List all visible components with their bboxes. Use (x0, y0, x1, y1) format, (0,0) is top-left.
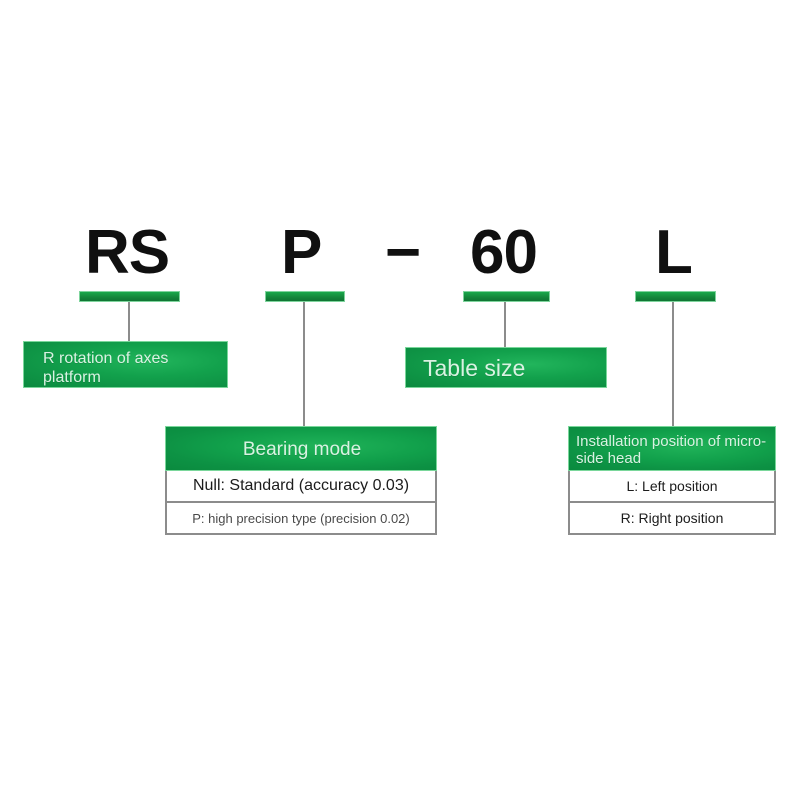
code-segment-install-position: L (655, 218, 693, 287)
code-segment-bearing: P (281, 218, 322, 287)
callout-bearing-option-label: Null: Standard (accuracy 0.03) (192, 477, 410, 494)
callout-install-option-label: L: Left position (626, 478, 718, 494)
code-segment-separator: − (385, 218, 422, 287)
leader-line-table-size (504, 302, 506, 349)
callout-bearing-option-label: P: high precision type (precision 0.02) (192, 510, 410, 526)
callout-install-table: Installation position of micro-side head… (568, 426, 776, 535)
callout-install-option-label: R: Right position (620, 510, 724, 526)
code-segment-table-size: 60 (470, 218, 538, 287)
callout-table-size-label: Table size (423, 355, 526, 381)
callout-series: R rotation of axes platform (23, 341, 228, 388)
callout-bearing-header: Bearing mode (165, 426, 437, 471)
code-segment-series: RS (85, 218, 170, 287)
callout-install-option-row: R: Right position (568, 503, 776, 535)
callout-table-size: Table size (405, 347, 607, 388)
underline-bar-series (79, 291, 180, 302)
callout-bearing-title: Bearing mode (242, 439, 362, 460)
leader-line-series (128, 302, 130, 348)
callout-install-header: Installation position of micro-side head (568, 426, 776, 471)
underline-bar-bearing (265, 291, 345, 302)
leader-line-install (672, 302, 674, 428)
callout-series-label: R rotation of axes platform (43, 350, 169, 386)
leader-line-bearing (303, 302, 305, 428)
callout-install-title: Installation position of micro-side head (576, 433, 767, 467)
underline-bar-install (635, 291, 716, 302)
callout-bearing-table: Bearing mode Null: Standard (accuracy 0.… (165, 426, 437, 535)
callout-bearing-option-row: Null: Standard (accuracy 0.03) (165, 471, 437, 503)
callout-bearing-option-row: P: high precision type (precision 0.02) (165, 503, 437, 535)
underline-bar-table-size (463, 291, 550, 302)
callout-install-option-row: L: Left position (568, 471, 776, 503)
